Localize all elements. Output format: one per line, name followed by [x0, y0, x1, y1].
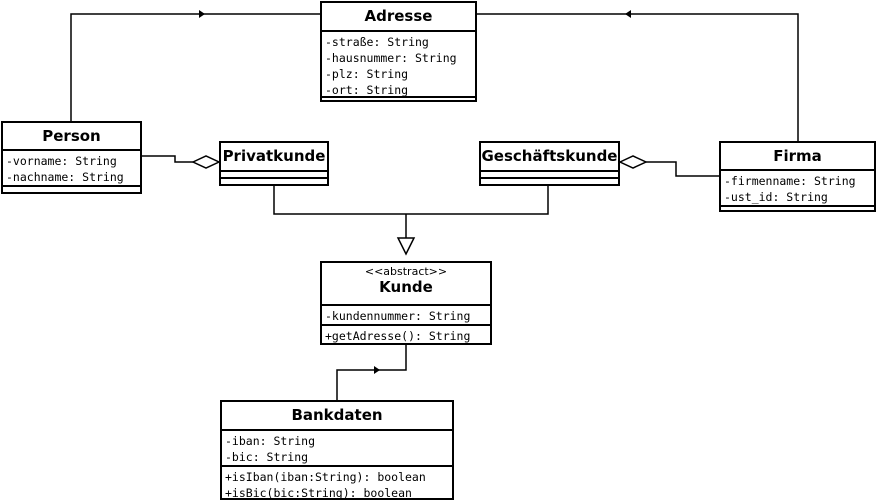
aggregation-diamond-icon [618, 155, 648, 169]
generalization-line-geschaeftskunde [406, 185, 549, 215]
inheritance-triangle-icon [396, 237, 416, 256]
attribute: -hausnummer: String [325, 51, 457, 65]
class-name: Adresse [322, 3, 475, 32]
attribute: -nachname: String [6, 170, 124, 184]
attributes-compartment: -iban: String -bic: String [222, 431, 452, 467]
attributes-compartment [481, 172, 618, 179]
operations-compartment: +isIban(iban:String): boolean +isBic(bic… [222, 467, 452, 501]
class-name: Firma [721, 143, 874, 171]
generalization-line-privatkunde [273, 185, 406, 215]
attribute: -straße: String [325, 35, 429, 49]
operation: +isIban(iban:String): boolean [225, 470, 426, 484]
aggregation-line-geschaeftskunde-firma [646, 161, 719, 177]
association-line-firma-adresse [477, 13, 799, 141]
operations-compartment [3, 187, 140, 189]
attributes-compartment: -straße: String -hausnummer: String -plz… [322, 32, 475, 98]
stereotype-label: <<abstract>> [364, 265, 448, 278]
operations-compartment [721, 207, 874, 209]
attribute: -firmenname: String [724, 174, 856, 188]
class-name-compartment: <<abstract>> Kunde [322, 263, 490, 306]
direction-arrow-icon [199, 10, 205, 18]
attributes-compartment [221, 172, 327, 179]
attribute: -ust_id: String [724, 190, 828, 204]
class-name: Bankdaten [222, 402, 452, 431]
class-firma: Firma -firmenname: String -ust_id: Strin… [719, 141, 876, 212]
association-line-person-adresse [70, 13, 320, 121]
attribute: -ort: String [325, 83, 409, 97]
aggregation-diamond-icon [191, 155, 221, 169]
direction-arrow-icon [374, 366, 380, 374]
class-kunde: <<abstract>> Kunde -kundennummer: String… [320, 261, 492, 345]
class-adresse: Adresse -straße: String -hausnummer: Str… [320, 1, 477, 102]
class-privatkunde: Privatkunde [219, 141, 329, 186]
direction-arrow-icon [625, 10, 631, 18]
class-name: Geschäftskunde [481, 143, 618, 172]
aggregation-line-privatkunde-person [142, 155, 193, 163]
class-person: Person -vorname: String -nachname: Strin… [1, 121, 142, 194]
class-bankdaten: Bankdaten -iban: String -bic: String +is… [220, 400, 454, 500]
class-name: Privatkunde [221, 143, 327, 172]
operations-compartment [322, 98, 475, 100]
attribute: -bic: String [225, 450, 309, 464]
class-name: Kunde [379, 278, 433, 296]
attribute: -plz: String [325, 67, 409, 81]
class-geschaeftskunde: Geschäftskunde [479, 141, 620, 186]
class-name: Person [3, 123, 140, 151]
attribute: -vorname: String [6, 154, 117, 168]
attribute: -kundennummer: String [325, 309, 471, 323]
attributes-compartment: -vorname: String -nachname: String [3, 151, 140, 187]
attribute: -iban: String [225, 434, 316, 448]
operation: +isBic(bic:String): boolean [225, 486, 412, 500]
operations-compartment: +getAdresse(): String [322, 326, 490, 344]
attributes-compartment: -kundennummer: String [322, 306, 490, 326]
operation: +getAdresse(): String [325, 329, 471, 343]
attributes-compartment: -firmenname: String -ust_id: String [721, 171, 874, 207]
association-line-kunde-bankdaten [336, 343, 407, 400]
